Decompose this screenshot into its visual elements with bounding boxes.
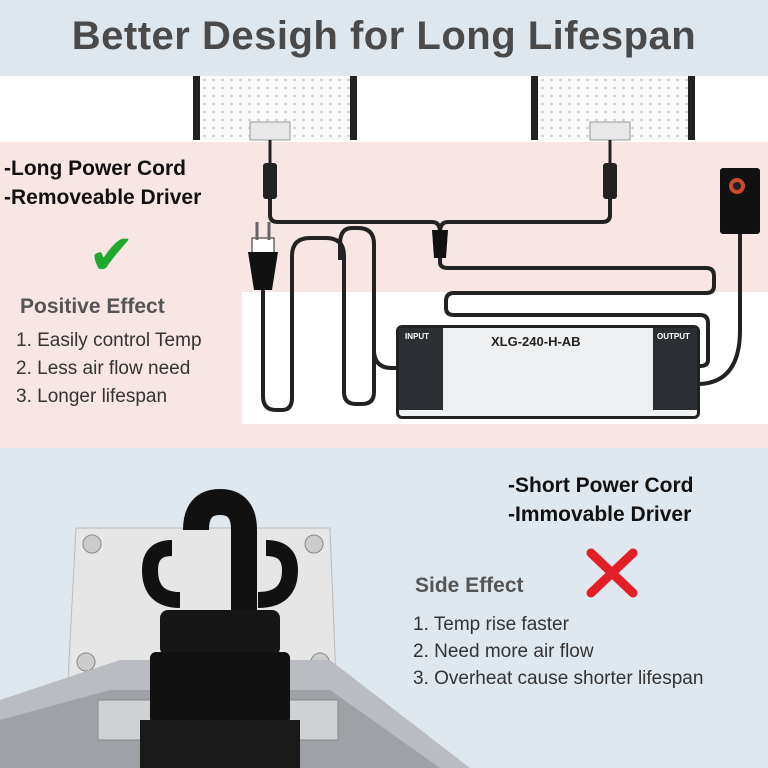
top-cord-label-2: -Removeable Driver (4, 186, 202, 209)
driver-model: XLG-240-H-AB (491, 334, 581, 349)
driver-input-label: INPUT (405, 332, 429, 341)
driver-output-panel: OUTPUT (653, 328, 697, 410)
cross-mark-icon (586, 548, 638, 598)
led-driver: INPUT XLG-240-H-AB OUTPUT (396, 325, 700, 419)
side-effect-item: 1. Temp rise faster (413, 614, 569, 635)
positive-effect-item: 2. Less air flow need (16, 358, 191, 379)
check-mark-icon: ✔ (88, 223, 135, 286)
top-cord-label-1: -Long Power Cord (4, 157, 186, 180)
positive-effect-item: 1. Easily control Temp (16, 330, 202, 351)
page-title: Better Desigh for Long Lifespan (71, 14, 697, 58)
bottom-cord-label-1: -Short Power Cord (508, 474, 694, 497)
driver-output-label: OUTPUT (657, 332, 690, 341)
side-effect-item: 3. Overheat cause shorter lifespan (413, 668, 704, 689)
driver-input-panel: INPUT (399, 328, 443, 410)
side-effect-title: Side Effect (415, 574, 524, 597)
positive-effect-title: Positive Effect (20, 295, 165, 318)
bottom-cord-label-2: -Immovable Driver (508, 503, 692, 526)
title-band (0, 0, 768, 76)
side-effect-item: 2. Need more air flow (413, 641, 594, 662)
positive-effect-item: 3. Longer lifespan (16, 386, 168, 407)
